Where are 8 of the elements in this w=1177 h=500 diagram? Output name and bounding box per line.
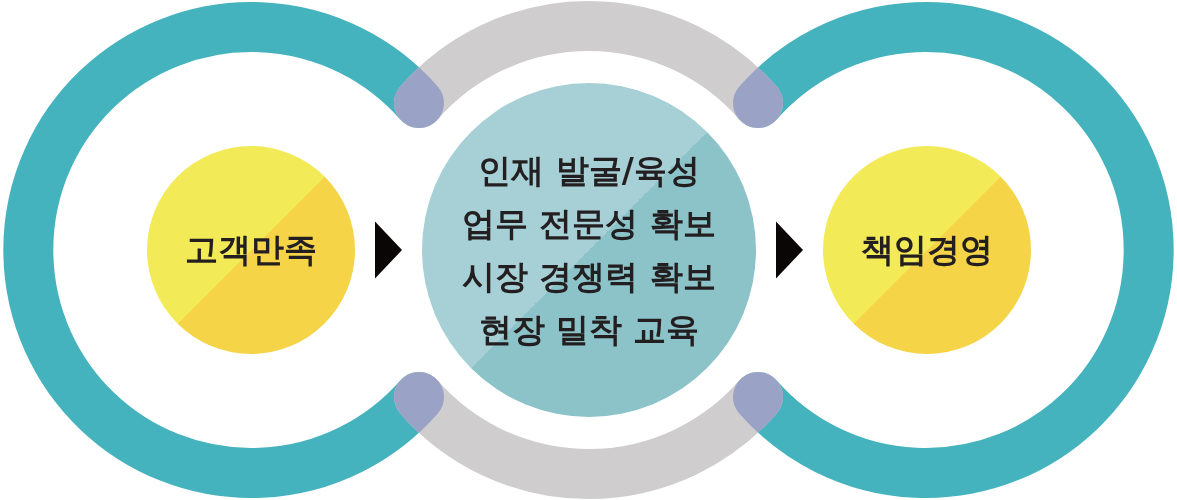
circle-label: 고객만족 bbox=[185, 230, 317, 270]
arrow bbox=[776, 221, 803, 279]
arrow bbox=[375, 221, 402, 279]
item-text: 인재 발굴/육성 bbox=[478, 150, 700, 192]
item-text: 현장 밀착 교육 bbox=[478, 309, 700, 351]
item-text: 시장 경쟁력 확보 bbox=[462, 256, 716, 298]
circle-label: 책임경영 bbox=[861, 230, 993, 270]
item-text: 업무 전문성 확보 bbox=[462, 203, 716, 245]
